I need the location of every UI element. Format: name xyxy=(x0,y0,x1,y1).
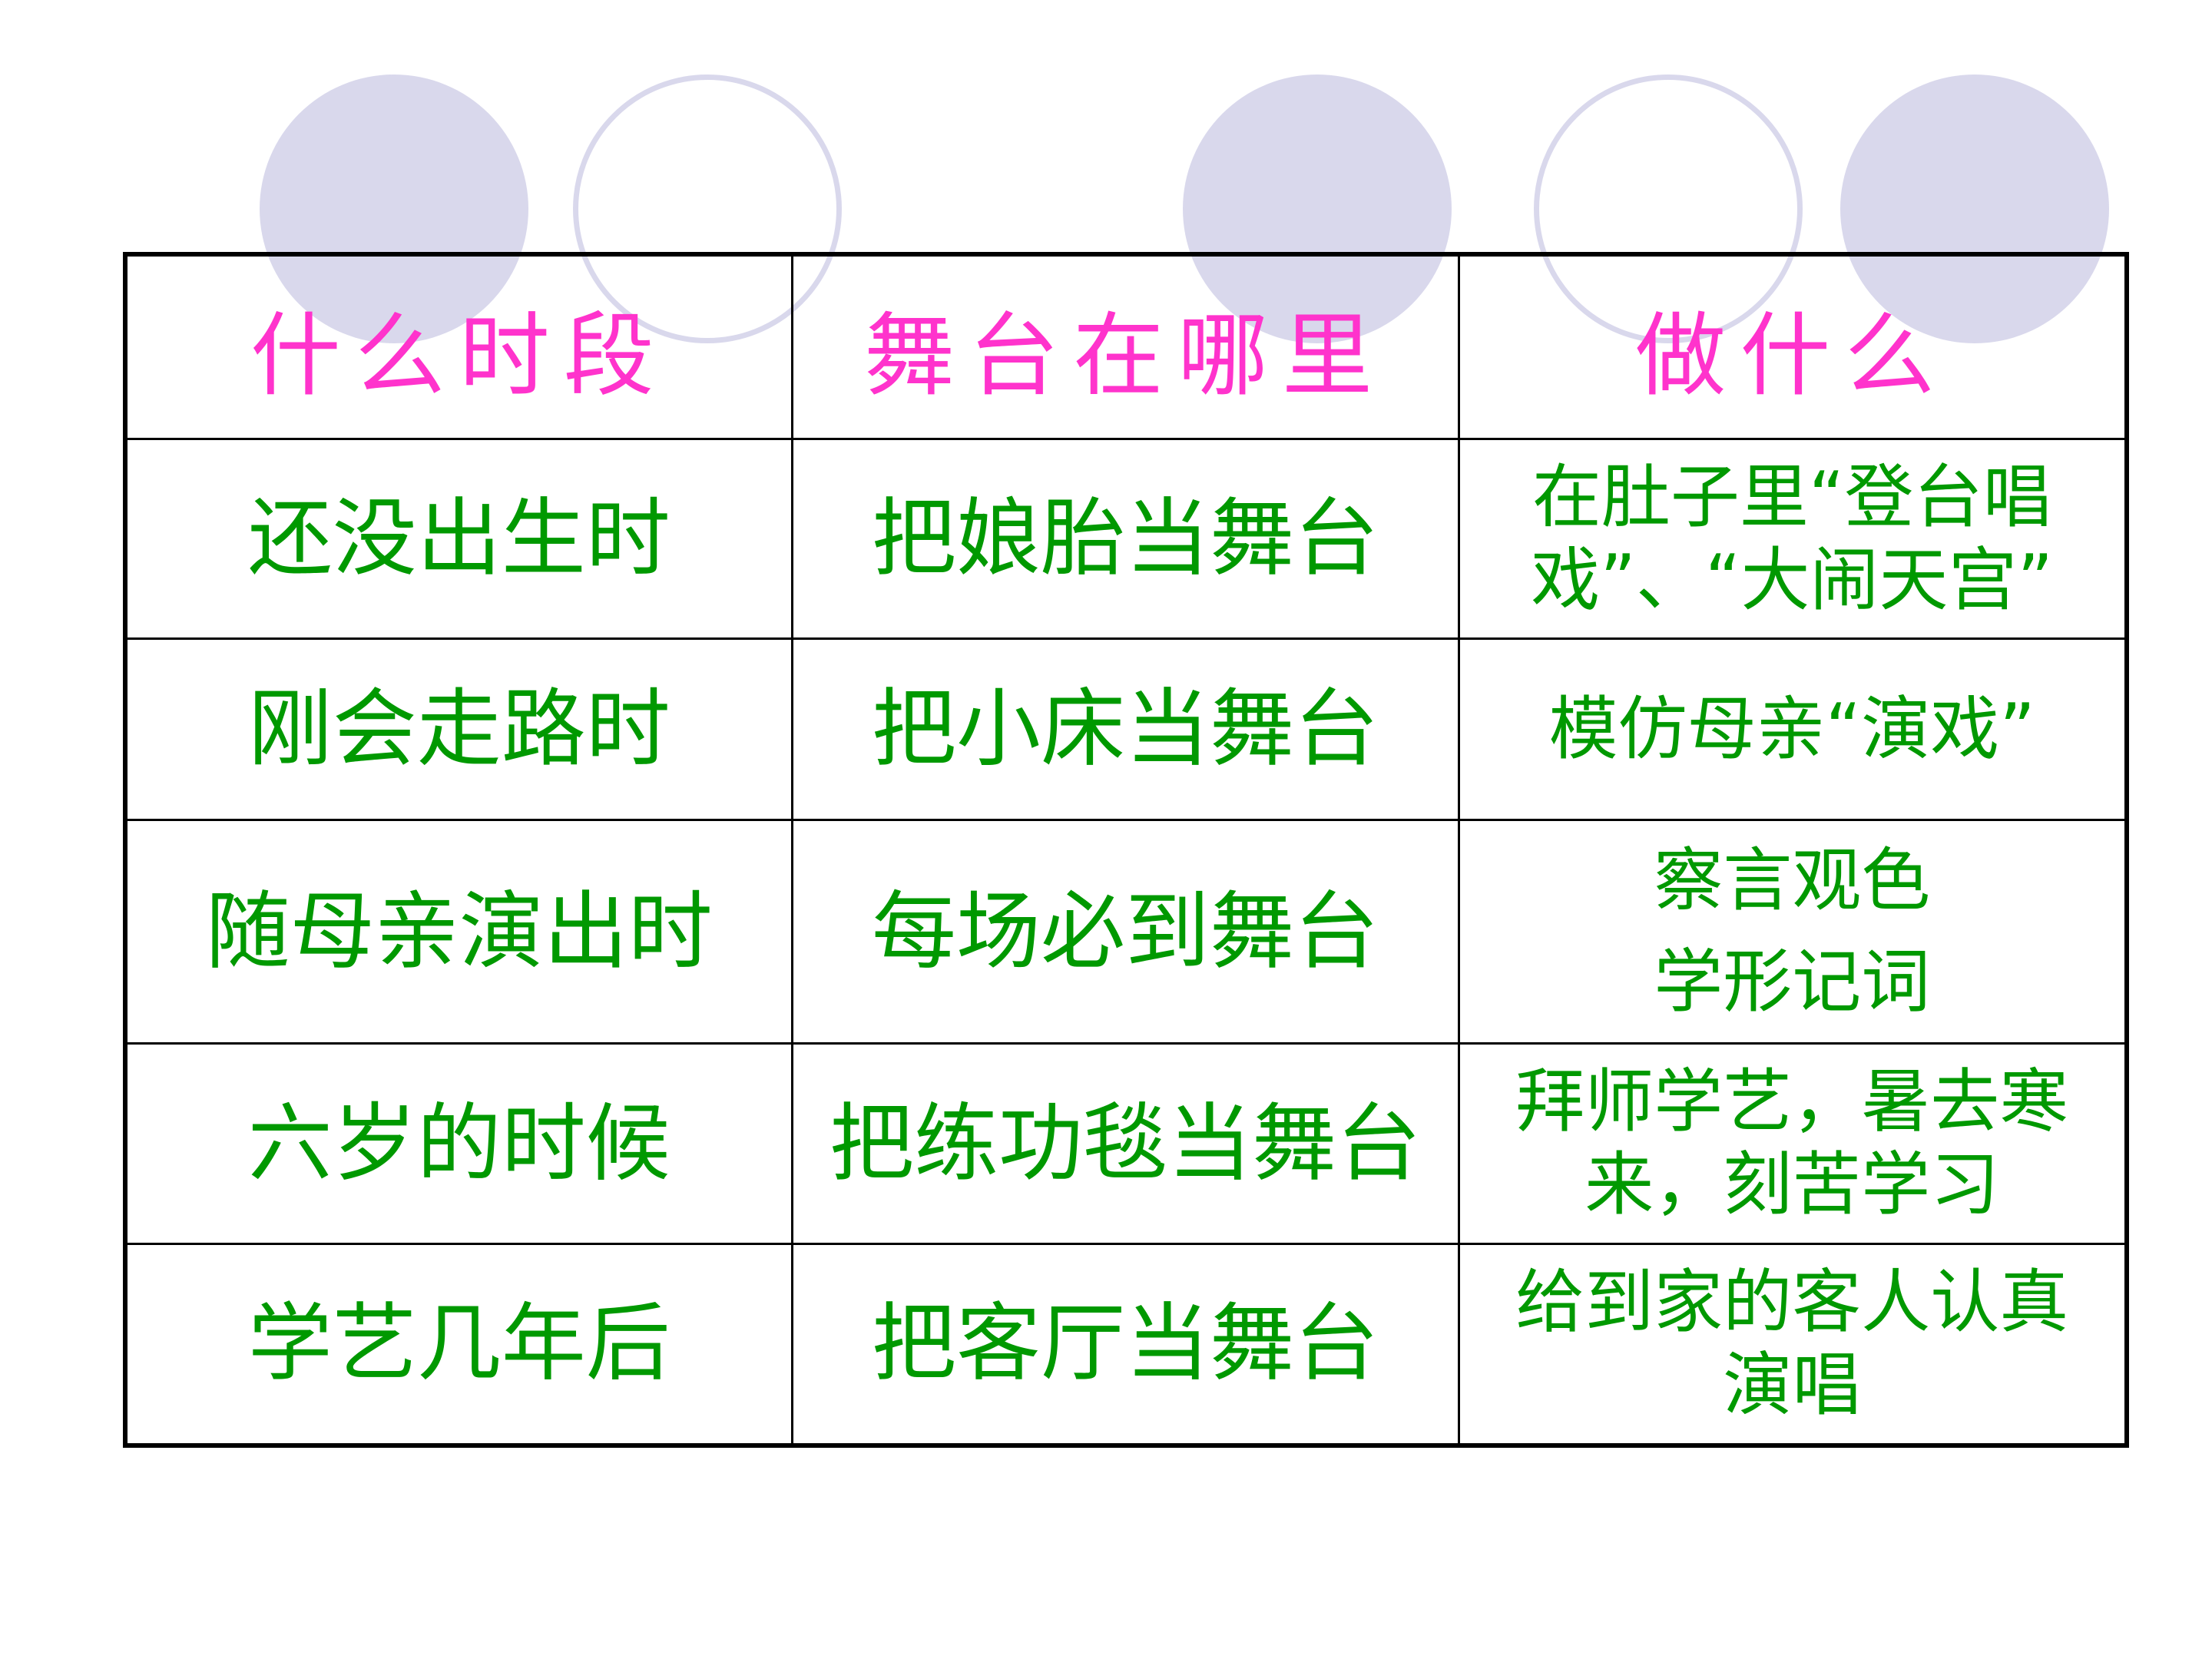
table-row: 刚会走路时 把小床当舞台 模仿母亲“演戏” xyxy=(124,637,2128,821)
cell-what: 在肚子里“登台唱 戏”、“大闹天宫” xyxy=(1457,438,2128,640)
cell-stage: 把客厅当舞台 xyxy=(790,1243,1460,1446)
cell-what-line: 来，刻苦学习 xyxy=(1584,1144,2000,1225)
cell-what-line: 戏”、“大闹天宫” xyxy=(1531,539,2054,621)
cell-what-line: 模仿母亲“演戏” xyxy=(1548,688,2035,770)
cell-when: 随母亲演出时 xyxy=(124,819,793,1045)
stage-timeline-table: 什么时段 舞台在哪里 做什么 还没出生时 把娘胎当舞台 在肚子里“登台唱 戏”、… xyxy=(123,252,2129,1448)
cell-when: 刚会走路时 xyxy=(124,637,793,821)
cell-when: 还没出生时 xyxy=(124,438,793,640)
cell-what-line: 学形记词 xyxy=(1654,942,1931,1022)
header-what: 做什么 xyxy=(1457,253,2128,440)
cell-what: 给到家的客人认真 演唱 xyxy=(1457,1243,2128,1446)
cell-when: 学艺几年后 xyxy=(124,1243,793,1446)
table-header-row: 什么时段 舞台在哪里 做什么 xyxy=(124,253,2128,440)
cell-when: 六岁的时候 xyxy=(124,1042,793,1245)
table-row: 学艺几年后 把客厅当舞台 给到家的客人认真 演唱 xyxy=(124,1243,2128,1446)
cell-what-line: 给到家的客人认真 xyxy=(1515,1261,2069,1343)
table-row: 随母亲演出时 每场必到舞台 察言观色 学形记词 xyxy=(124,819,2128,1045)
cell-stage: 把小床当舞台 xyxy=(790,637,1460,821)
cell-what-line: 拜师学艺，暑去寒 xyxy=(1515,1061,2069,1142)
table-row: 六岁的时候 把练功毯当舞台 拜师学艺，暑去寒 来，刻苦学习 xyxy=(124,1042,2128,1245)
cell-what-line: 察言观色 xyxy=(1654,840,1931,921)
cell-stage: 每场必到舞台 xyxy=(790,819,1460,1045)
cell-what: 拜师学艺，暑去寒 来，刻苦学习 xyxy=(1457,1042,2128,1245)
cell-what-line: 演唱 xyxy=(1723,1344,1862,1426)
header-stage: 舞台在哪里 xyxy=(790,253,1460,440)
cell-what: 模仿母亲“演戏” xyxy=(1457,637,2128,821)
table-row: 还没出生时 把娘胎当舞台 在肚子里“登台唱 戏”、“大闹天宫” xyxy=(124,438,2128,640)
cell-what: 察言观色 学形记词 xyxy=(1457,819,2128,1045)
cell-stage: 把练功毯当舞台 xyxy=(790,1042,1460,1245)
header-when: 什么时段 xyxy=(124,253,793,440)
cell-stage: 把娘胎当舞台 xyxy=(790,438,1460,640)
cell-what-line: 在肚子里“登台唱 xyxy=(1532,456,2052,538)
